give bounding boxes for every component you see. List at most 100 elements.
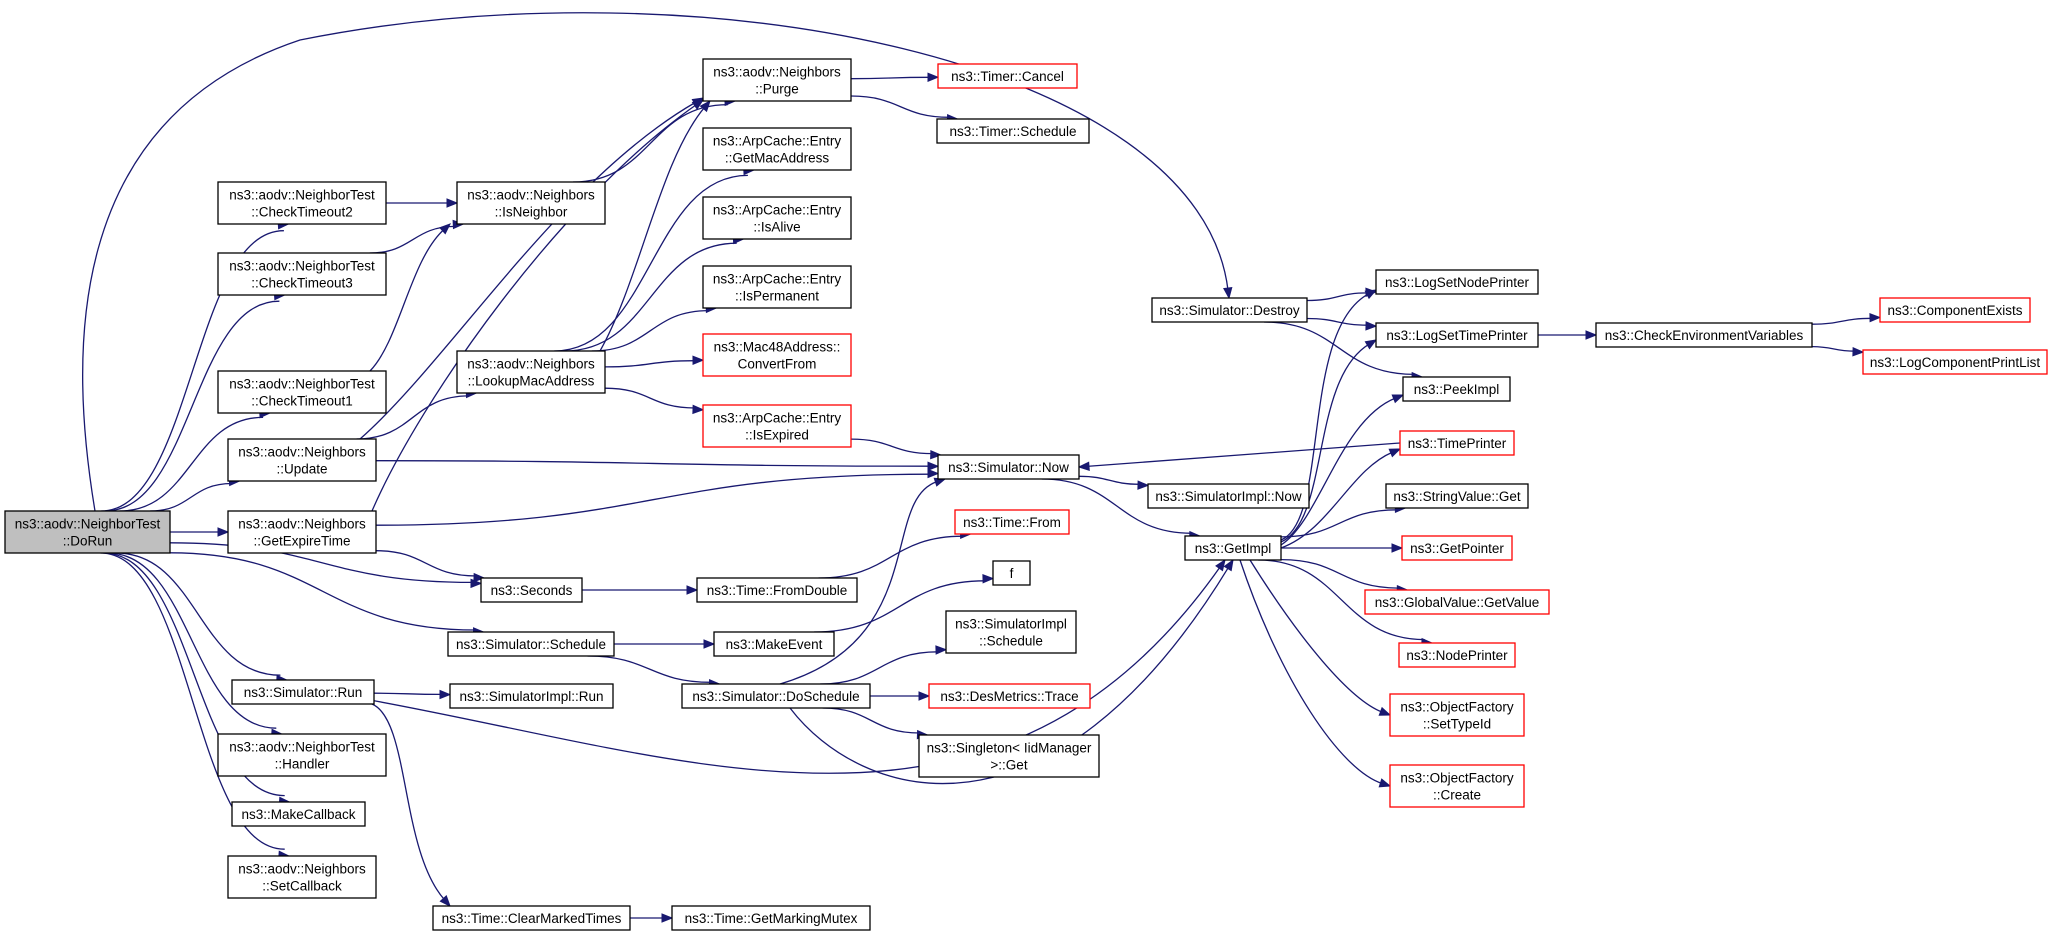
node-nodeprinter[interactable]: ns3::NodePrinter	[1398, 642, 1516, 668]
node-dorun[interactable]: ns3::aodv::NeighborTest::DoRun	[4, 510, 171, 554]
node-ofsettype[interactable]: ns3::ObjectFactory::SetTypeId	[1389, 693, 1525, 737]
edge-dosched-to-desmetrics	[870, 691, 931, 701]
node-label: ::Schedule	[979, 634, 1043, 649]
node-ct3[interactable]: ns3::aodv::NeighborTest::CheckTimeout3	[217, 252, 387, 296]
node-getimpl[interactable]: ns3::GetImpl	[1184, 535, 1282, 561]
edge-getimpl-to-logtimep	[1280, 339, 1378, 543]
arrow-head-icon	[439, 223, 452, 235]
edge-clearmarked-to-getmarking	[630, 913, 674, 923]
node-getexp[interactable]: ns3::aodv::Neighbors::GetExpireTime	[227, 510, 377, 554]
arrow-head-icon	[1215, 558, 1226, 572]
node-label: ns3::ObjectFactory	[1400, 771, 1514, 786]
node-timercancel[interactable]: ns3::Timer::Cancel	[937, 63, 1078, 89]
node-ct1[interactable]: ns3::aodv::NeighborTest::CheckTimeout1	[217, 370, 387, 414]
node-f[interactable]: f	[992, 560, 1031, 586]
node-box	[702, 265, 852, 309]
node-dosched[interactable]: ns3::Simulator::DoSchedule	[681, 683, 871, 709]
node-getmac[interactable]: ns3::ArpCache::Entry::GetMacAddress	[702, 127, 852, 171]
node-box	[696, 577, 858, 603]
node-setcb[interactable]: ns3::aodv::Neighbors::SetCallback	[227, 855, 377, 899]
edge-line	[1258, 559, 1425, 641]
node-simnow[interactable]: ns3::Simulator::Now	[937, 454, 1080, 480]
node-label: ns3::Timer::Schedule	[949, 124, 1076, 139]
node-singleton[interactable]: ns3::Singleton< IidManager>::Get	[918, 734, 1100, 778]
edge-line	[373, 692, 443, 696]
node-isperm[interactable]: ns3::ArpCache::Entry::IsPermanent	[702, 265, 852, 309]
node-label: ns3::CheckEnvironmentVariables	[1605, 328, 1804, 343]
node-checkenv[interactable]: ns3::CheckEnvironmentVariables	[1595, 322, 1813, 348]
node-label: ns3::Simulator::Run	[244, 685, 363, 700]
edge-line	[107, 552, 277, 729]
node-simimplrun[interactable]: ns3::SimulatorImpl::Run	[449, 683, 614, 709]
node-label: ns3::Time::ClearMarkedTimes	[442, 911, 622, 926]
node-desmetrics[interactable]: ns3::DesMetrics::Trace	[928, 683, 1091, 709]
node-label: ns3::ComponentExists	[1887, 303, 2022, 318]
node-purge[interactable]: ns3::aodv::Neighbors::Purge	[702, 58, 852, 102]
node-simimplnow[interactable]: ns3::SimulatorImpl::Now	[1147, 483, 1310, 509]
node-ct2[interactable]: ns3::aodv::NeighborTest::CheckTimeout2	[217, 181, 387, 225]
edge-getimpl-to-lognodep	[1280, 289, 1378, 541]
edge-line	[1306, 317, 1369, 326]
node-logcomplist[interactable]: ns3::LogComponentPrintList	[1862, 349, 2048, 375]
node-simsched[interactable]: ns3::Simulator::Schedule	[447, 631, 615, 657]
node-box	[432, 905, 631, 931]
node-box	[217, 733, 387, 777]
node-label: ::Handler	[275, 757, 330, 772]
node-label: ns3::aodv::NeighborTest	[229, 740, 375, 755]
node-label: ns3::SimulatorImpl	[955, 617, 1067, 632]
node-globalget[interactable]: ns3::GlobalValue::GetValue	[1364, 589, 1550, 615]
node-timeprinter[interactable]: ns3::TimePrinter	[1399, 430, 1515, 456]
node-box	[1401, 535, 1513, 561]
node-simimplsched[interactable]: ns3::SimulatorImpl::Schedule	[945, 610, 1077, 654]
node-seconds[interactable]: ns3::Seconds	[480, 577, 583, 603]
node-isalive[interactable]: ns3::ArpCache::Entry::IsAlive	[702, 196, 852, 240]
edge-line	[100, 552, 285, 850]
edge-line	[115, 552, 281, 676]
node-makecb[interactable]: ns3::MakeCallback	[231, 801, 366, 827]
arrow-head-icon	[918, 691, 931, 701]
node-timersched[interactable]: ns3::Timer::Schedule	[936, 118, 1090, 144]
node-getptr[interactable]: ns3::GetPointer	[1401, 535, 1513, 561]
node-box	[1151, 297, 1308, 323]
node-label: ::IsPermanent	[735, 289, 819, 304]
node-box	[702, 196, 852, 240]
node-simdestroy[interactable]: ns3::Simulator::Destroy	[1151, 297, 1308, 323]
node-makeevent[interactable]: ns3::MakeEvent	[713, 631, 835, 657]
edge-getimpl-to-ofsettype	[1249, 559, 1392, 716]
node-timefrom[interactable]: ns3::Time::From	[954, 509, 1070, 535]
node-lognodep[interactable]: ns3::LogSetNodePrinter	[1375, 269, 1539, 295]
edge-getexp-to-seconds	[375, 550, 486, 583]
node-compexists[interactable]: ns3::ComponentExists	[1879, 297, 2031, 323]
node-label: ns3::GetPointer	[1410, 541, 1504, 556]
node-label: ns3::DesMetrics::Trace	[940, 689, 1078, 704]
node-box	[1389, 764, 1525, 808]
node-label: ns3::aodv::Neighbors	[467, 188, 595, 203]
node-ofcreate[interactable]: ns3::ObjectFactory::Create	[1389, 764, 1525, 808]
edge-line	[356, 395, 469, 440]
node-box	[1364, 589, 1550, 615]
node-lookup[interactable]: ns3::aodv::Neighbors::LookupMacAddress	[456, 350, 606, 394]
node-simrun[interactable]: ns3::Simulator::Run	[231, 679, 375, 705]
node-isneighbor[interactable]: ns3::aodv::Neighbors::IsNeighbor	[456, 181, 606, 225]
node-label: ns3::TimePrinter	[1408, 436, 1507, 451]
node-box	[227, 438, 377, 482]
node-update[interactable]: ns3::aodv::Neighbors::Update	[227, 438, 377, 482]
arrow-head-icon	[1364, 289, 1378, 300]
node-convfrom[interactable]: ns3::Mac48Address::ConvertFrom	[702, 333, 852, 377]
node-strget[interactable]: ns3::StringValue::Get	[1385, 483, 1529, 509]
node-label: ns3::ArpCache::Entry	[713, 411, 842, 426]
node-logtimep[interactable]: ns3::LogSetTimePrinter	[1375, 322, 1539, 348]
node-peekimpl[interactable]: ns3::PeekImpl	[1402, 376, 1511, 402]
node-fromdouble[interactable]: ns3::Time::FromDouble	[696, 577, 858, 603]
node-box	[937, 454, 1080, 480]
node-box	[928, 683, 1091, 709]
node-box	[936, 118, 1090, 144]
node-label: ::CheckTimeout2	[251, 205, 353, 220]
node-clearmarked[interactable]: ns3::Time::ClearMarkedTimes	[432, 905, 631, 931]
node-getmarking[interactable]: ns3::Time::GetMarkingMutex	[671, 905, 871, 931]
node-isexpired[interactable]: ns3::ArpCache::Entry::IsExpired	[702, 404, 852, 448]
arrow-head-icon	[439, 689, 452, 700]
node-box	[713, 631, 835, 657]
node-box	[227, 510, 377, 554]
node-handler[interactable]: ns3::aodv::NeighborTest::Handler	[217, 733, 387, 777]
